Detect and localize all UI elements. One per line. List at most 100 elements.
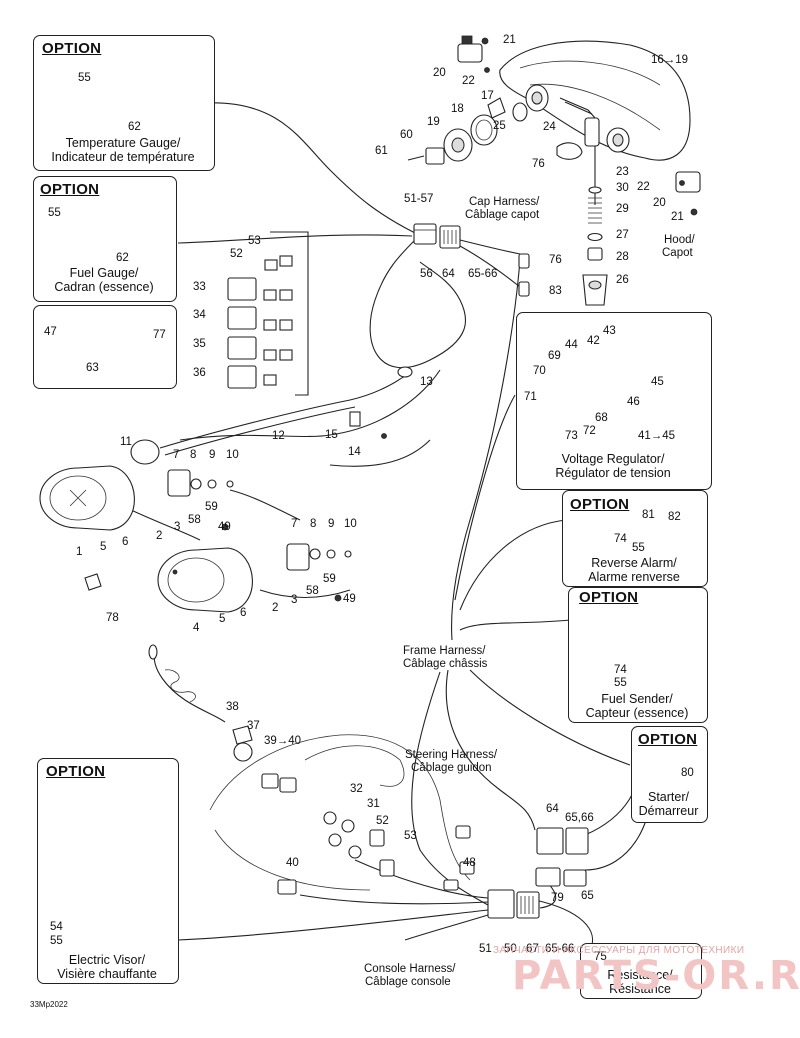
vr-part-43: 43 (603, 325, 616, 337)
callout-13: 13 (420, 376, 433, 388)
fuse-relay-column (227, 255, 293, 389)
callout-2-lower: 2 (272, 602, 279, 614)
callout-35: 35 (193, 338, 206, 350)
callout-32: 32 (350, 783, 363, 795)
temperature-gauge-caption-en: Temperature Gauge/ (65, 136, 181, 150)
callout-60: 60 (400, 129, 413, 141)
callout-7: 7 (173, 449, 180, 461)
callout-25: 25 (493, 120, 506, 132)
callout-51: 51 (479, 943, 492, 955)
option-heading-fuel-gauge: OPTION (40, 181, 100, 198)
vr-part-68: 68 (595, 412, 608, 424)
callout-23: 23 (616, 166, 629, 178)
vr-part-69: 69 (548, 350, 561, 362)
cap-harness-label-en: Cap Harness/ (469, 196, 540, 208)
option-heading-electric-visor: OPTION (46, 763, 106, 780)
callout-26: 26 (616, 274, 629, 286)
fasteners-box (33, 305, 177, 389)
electric-visor-caption-en: Electric Visor/ (68, 953, 146, 967)
fuel-gauge-part-55: 55 (48, 207, 61, 219)
electric-visor-caption-fr: Visière chauffante (57, 967, 157, 981)
callout-39-40: 39→40 (264, 735, 302, 747)
callout-59: 59 (205, 501, 218, 513)
resistance-part-75: 75 (594, 951, 607, 963)
resistance-caption-fr: Résistance (609, 982, 671, 996)
temperature-gauge-caption-fr: Indicateur de température (51, 150, 195, 164)
vr-part-71: 71 (524, 391, 537, 403)
fuel-sender-part-55: 55 (614, 677, 627, 689)
reverse-alarm-caption-fr: Alarme renverse (588, 570, 680, 584)
headlamp-assembly (407, 35, 701, 306)
callout-10: 10 (226, 449, 239, 461)
callout-51-57: 51-57 (404, 193, 434, 205)
callout-18: 18 (451, 103, 464, 115)
fuel-gauge-caption-fr: Cadran (essence) (54, 280, 154, 294)
watermark-logo: PARTS-OR.RU (512, 953, 800, 999)
vr-part-44: 44 (565, 339, 578, 351)
fastener-part-47: 47 (44, 326, 57, 338)
callout-36: 36 (193, 367, 206, 379)
callout-40: 40 (286, 857, 299, 869)
callout-34: 34 (193, 309, 206, 321)
diagram-code: 33Mp2022 (30, 1000, 68, 1009)
callout-22-right: 22 (637, 181, 650, 193)
callout-17: 17 (481, 90, 494, 102)
fuel-sender-caption-en: Fuel Sender/ (601, 692, 673, 706)
option-box-reverse-alarm (562, 490, 708, 587)
callout-21: 21 (503, 34, 516, 46)
callout-76: 76 (532, 158, 545, 170)
callout-10-lower: 10 (344, 518, 357, 530)
callout-12: 12 (272, 430, 285, 442)
steering-harness-label-fr: Câblage guidon (411, 762, 492, 774)
temperature-part-55: 55 (78, 72, 91, 84)
callout-56: 56 (420, 268, 433, 280)
gauge-assembly (39, 366, 413, 613)
vr-part-41-45: 41→45 (638, 430, 676, 442)
callout-4: 4 (193, 622, 200, 634)
reverse-alarm-part-82: 82 (668, 511, 681, 523)
callout-59-lower: 59 (323, 573, 336, 585)
electric-visor-part-55: 55 (50, 935, 63, 947)
callout-20-right: 20 (653, 197, 666, 209)
callout-11: 11 (120, 436, 132, 448)
reverse-alarm-part-81: 81 (642, 509, 655, 521)
voltage-regulator-box (516, 312, 712, 490)
callout-22: 22 (462, 75, 475, 87)
callout-6: 6 (122, 536, 129, 548)
callout-65-66-lower: 65,66 (565, 812, 594, 824)
callout-30: 30 (616, 182, 629, 194)
hood-label-fr: Capot (662, 247, 693, 259)
fuel-gauge-caption-en: Fuel Gauge/ (69, 266, 139, 280)
callout-78: 78 (106, 612, 119, 624)
callout-58-lower: 58 (306, 585, 319, 597)
callout-64-lower: 64 (546, 803, 559, 815)
steering-harness-label-en: Steering Harness/ (405, 749, 498, 761)
cap-harness-connectors (413, 223, 530, 297)
callout-50: 50 (504, 943, 517, 955)
console-harness-label-en: Console Harness/ (364, 963, 456, 975)
vr-part-46: 46 (627, 396, 640, 408)
starter-caption-en: Starter/ (648, 790, 689, 804)
starter-caption-fr: Démarreur (638, 804, 699, 818)
callout-65-66-console: 65-66 (545, 943, 575, 955)
callout-2: 2 (156, 530, 163, 542)
hood-label-en: Hood/ (664, 234, 695, 246)
vr-part-42: 42 (587, 335, 600, 347)
callout-38: 38 (226, 701, 239, 713)
callout-31: 31 (367, 798, 380, 810)
option-heading-starter: OPTION (638, 731, 698, 748)
callout-3: 3 (174, 521, 181, 533)
fuel-gauge-part-62: 62 (116, 252, 129, 264)
option-box-temperature-gauge (33, 35, 215, 171)
fastener-part-63: 63 (86, 362, 99, 374)
callout-9-lower: 9 (328, 518, 335, 530)
callout-5-lower: 5 (219, 613, 226, 625)
electric-visor-part-54: 54 (50, 921, 63, 933)
steering-console-area (148, 644, 589, 919)
option-heading-reverse-alarm: OPTION (570, 496, 630, 513)
callout-9: 9 (209, 449, 216, 461)
starter-part-80: 80 (681, 767, 694, 779)
fuel-sender-caption-fr: Capteur (essence) (585, 706, 689, 720)
callout-14: 14 (348, 446, 361, 458)
voltage-regulator-caption-fr: Régulator de tension (555, 466, 671, 480)
